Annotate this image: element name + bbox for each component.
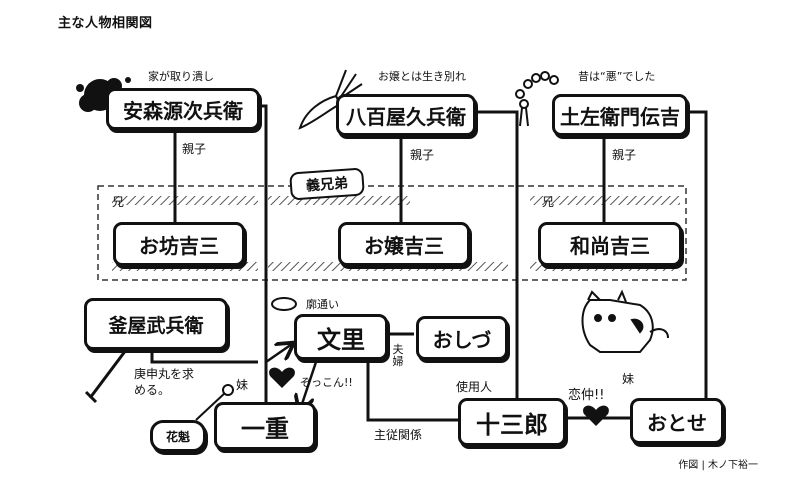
rel-parent-child: 親子: [410, 148, 435, 162]
heart-icon: [269, 367, 295, 388]
note-yasumori: 家が取り潰し: [148, 70, 214, 83]
rel-master-servant: 主従関係: [374, 428, 423, 442]
dog-icon: [581, 289, 669, 353]
note-love: 恋仲!!: [568, 388, 605, 403]
rel-parent-child: 親子: [612, 148, 637, 162]
sibling-group-label: 義兄弟: [289, 167, 365, 201]
person-otose: おとせ: [630, 398, 724, 444]
label-oiran: 花魁: [150, 420, 206, 452]
rel-younger-sister: 妹: [622, 372, 635, 386]
line-kamaya-hitoe: [150, 348, 258, 364]
note-kamaya: 庚申丸を求める。: [134, 367, 195, 397]
person-bunri: 文里: [294, 314, 388, 360]
credit: 作図 | 木ノ下裕一: [678, 460, 758, 471]
hatch-strip: [268, 262, 508, 271]
person-obou: お坊吉三: [113, 222, 245, 266]
prayer-beads-icon: [515, 71, 559, 127]
rel-parent-child: 親子: [182, 142, 207, 156]
heart-icon: [583, 405, 609, 426]
person-hitoe: 一重: [214, 402, 316, 450]
hat-icon: [271, 297, 297, 311]
note-hitoe-heart: ぞっこん!!: [300, 376, 353, 389]
hatch-strip: [530, 262, 680, 271]
sibling-group-region: [97, 185, 687, 281]
person-ojo: お嬢吉三: [338, 222, 470, 266]
person-jusaburo: 十三郎: [458, 398, 566, 446]
person-osho: 和尚吉三: [538, 222, 682, 266]
person-kamaya: 釜屋武兵衛: [84, 298, 228, 350]
note-yaoya: お嬢とは生き別れ: [378, 70, 466, 83]
line-yaoya-jusaburo: [472, 110, 519, 404]
line-bunri-jusaburo: [366, 356, 458, 422]
page-title: 主な人物相関図: [58, 16, 153, 31]
person-tosa: 土左衛門伝吉: [552, 94, 688, 136]
person-oshizu: おしづ: [416, 316, 508, 360]
line-tosa-otose: [684, 110, 708, 404]
sword-icon: [84, 349, 128, 404]
hatch-strip: [112, 262, 258, 271]
line-yasumori-hitoe: [258, 104, 268, 404]
rel-servant: 使用人: [456, 380, 493, 394]
hatch-strip: [112, 196, 258, 205]
note-bunri: 廓通い: [306, 298, 339, 311]
arrow-hitoe-bunri: [265, 344, 292, 364]
hatch-strip: [268, 196, 410, 205]
rel-married: 夫婦: [392, 343, 404, 368]
person-yaoya: 八百屋久兵衛: [336, 94, 476, 136]
rel-elder-brother: 兄: [112, 195, 125, 209]
rel-younger-sister: 妹: [236, 378, 249, 392]
person-yasumori: 安森源次兵衛: [106, 88, 260, 130]
arrow-bunri-hitoe: [300, 355, 320, 410]
note-tosa: 昔は“悪”でした: [578, 70, 656, 83]
hairpin-icon: [195, 384, 234, 421]
rel-elder-brother: 兄: [542, 195, 555, 209]
